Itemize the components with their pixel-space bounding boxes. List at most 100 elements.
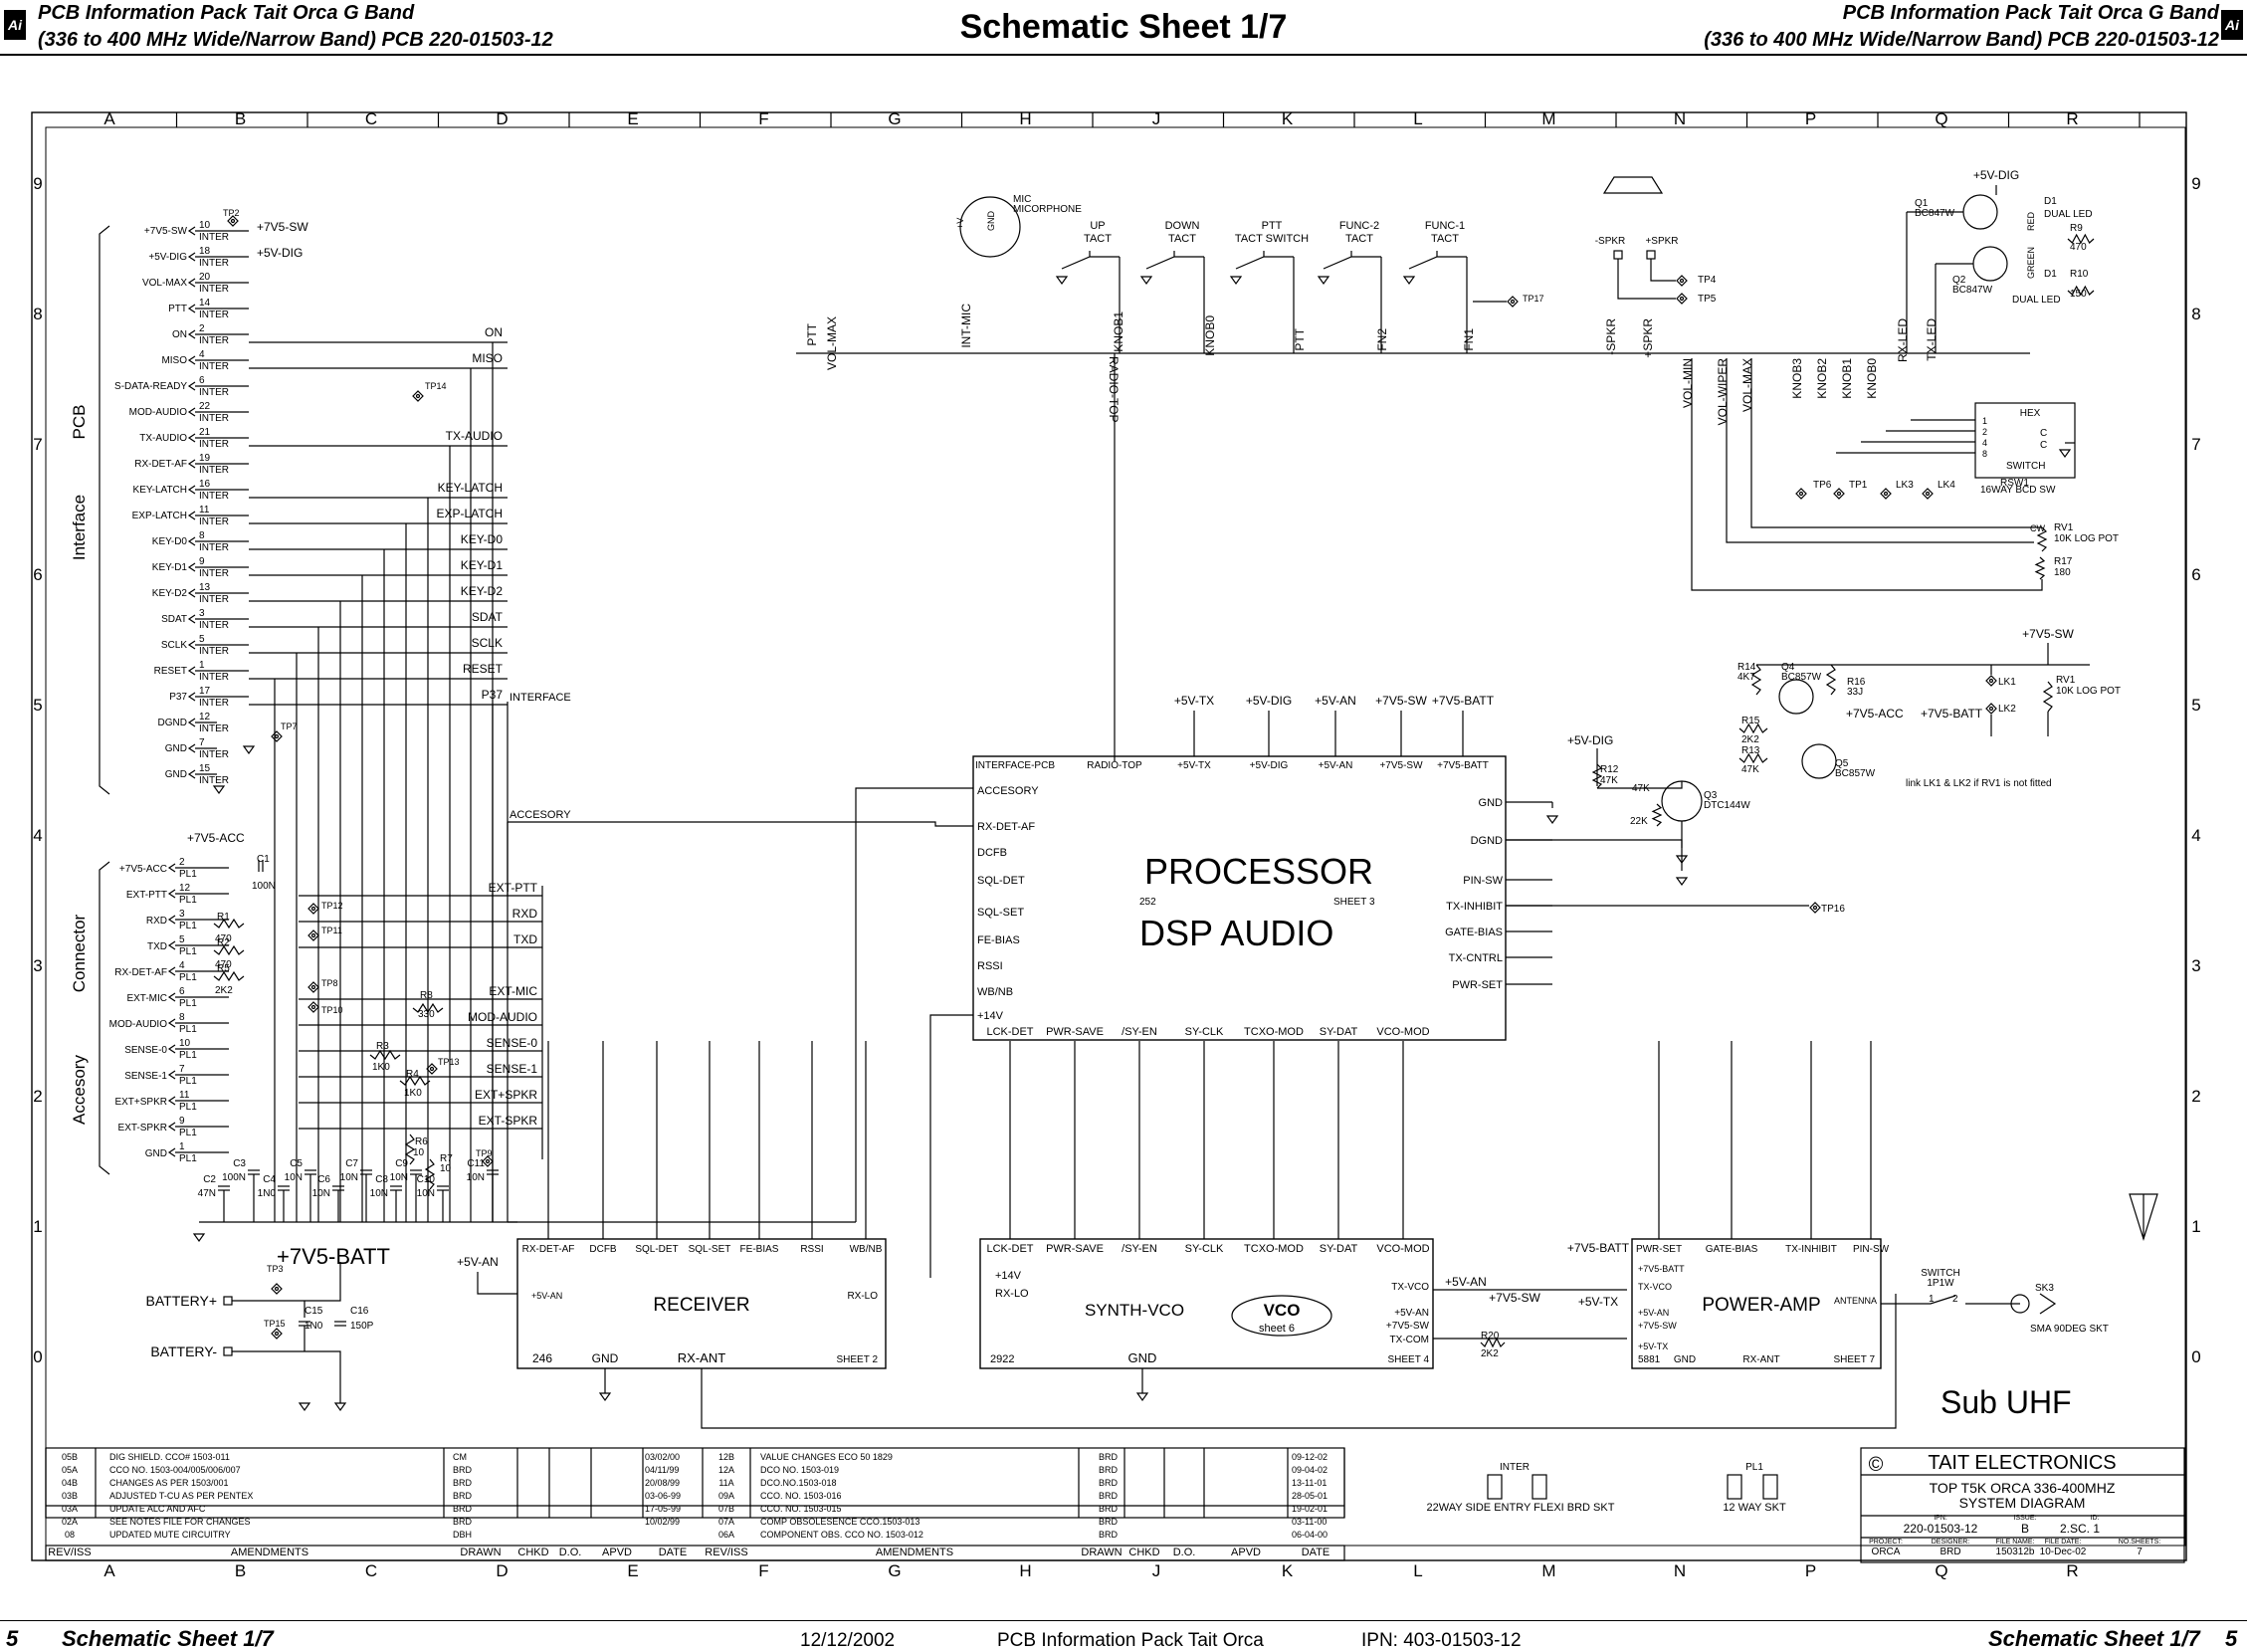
pin-net-label: RX-DET-AF xyxy=(134,459,187,470)
pin-number: 5 xyxy=(179,934,185,945)
testpoint-icon xyxy=(1836,491,1842,497)
testpoint-icon xyxy=(230,218,236,224)
block-pin: +5V-DIG xyxy=(1250,760,1289,771)
block-pin: RX-LO xyxy=(995,1288,1029,1300)
vertical-net-label: KNOB1 xyxy=(1840,358,1854,399)
pin-number: 7 xyxy=(179,1064,185,1075)
pin-net-label: EXT+SPKR xyxy=(114,1097,167,1108)
testpoint-icon xyxy=(1507,296,1519,308)
testpoint-icon xyxy=(1798,491,1804,497)
part-ref: C9 xyxy=(395,1158,408,1169)
arrow-icon xyxy=(187,769,196,779)
testpoint-label: TP14 xyxy=(425,381,447,391)
arrow-icon xyxy=(187,562,196,572)
vertical-net-label: PTT xyxy=(1293,327,1307,350)
pin-tag: INTER xyxy=(199,594,229,605)
block-id: 5881 xyxy=(1638,1354,1661,1365)
amend-text: ADJUSTED T-CU AS PER PENTEX xyxy=(109,1491,253,1501)
pin-number: 3 xyxy=(199,608,205,619)
pin-net-label: S-DATA-READY xyxy=(114,381,187,392)
block-title: PROCESSOR xyxy=(1144,851,1373,892)
column-letter: C xyxy=(365,109,377,128)
net-label: +7V5-SW xyxy=(257,220,308,234)
transistor-icon xyxy=(1962,194,1998,230)
footer-ipn: IPN: 403-01503-12 xyxy=(1361,1630,1522,1651)
amend-by: BRD xyxy=(453,1517,473,1527)
pin-tag: PL1 xyxy=(179,1050,197,1061)
ground-icon xyxy=(333,1402,347,1412)
block-pin: TX-INHIBIT xyxy=(1785,1244,1837,1255)
pin-number: 12 xyxy=(199,712,211,723)
testpoint-label: LK4 xyxy=(1938,480,1955,491)
pin-net-label: SENSE-0 xyxy=(124,1045,167,1056)
bus-net-label: SENSE-1 xyxy=(487,1062,538,1076)
led-color-label: GREEN xyxy=(2026,247,2036,279)
testpoint-icon xyxy=(307,1001,319,1013)
part-value: 22K xyxy=(1630,816,1648,827)
net-label: +5V-AN xyxy=(1315,694,1356,708)
amend-text: SEE NOTES FILE FOR CHANGES xyxy=(109,1517,251,1527)
speaker-icon xyxy=(1602,176,1664,194)
row-number: 8 xyxy=(33,305,42,323)
row-number: 2 xyxy=(33,1087,42,1106)
block-sheet: SHEET 4 xyxy=(1388,1354,1430,1365)
part-value: 150 xyxy=(2070,289,2087,300)
amend-rev: 03B xyxy=(62,1491,78,1501)
bus-net-label: SENSE-0 xyxy=(487,1036,538,1050)
block-pin: DCFB xyxy=(977,847,1007,859)
bus-net-label: SDAT xyxy=(472,610,504,624)
block-pin: RX-DET-AF xyxy=(977,821,1035,833)
net-label: +SPKR xyxy=(1645,236,1678,247)
testpoint-label: TP17 xyxy=(1523,294,1544,304)
part-ref: C4 xyxy=(263,1174,276,1185)
pin-tag: PL1 xyxy=(179,1076,197,1087)
field-label: ID: xyxy=(2091,1515,2100,1522)
bus-net-label: EXT-MIC xyxy=(489,984,537,998)
part-ref: R16 xyxy=(1847,677,1866,688)
resistor-icon xyxy=(1738,723,1768,734)
arrow-icon xyxy=(187,743,196,753)
ground-icon xyxy=(1675,855,1689,865)
arrow-icon xyxy=(187,536,196,546)
pin-net-label: RX-DET-AF xyxy=(114,967,167,978)
block-pin: GND xyxy=(1674,1354,1696,1365)
table-header: APVD xyxy=(602,1547,632,1558)
block-id: 252 xyxy=(1139,897,1156,908)
ground-icon xyxy=(1545,815,1559,825)
part-ref: R15 xyxy=(1741,716,1760,726)
resistor-icon xyxy=(213,970,245,982)
footer-date: 12/12/2002 xyxy=(800,1630,896,1651)
block-sheet: SHEET 3 xyxy=(1333,897,1375,908)
part-value: 470 xyxy=(215,959,232,970)
testpoint-icon xyxy=(307,903,319,915)
pin-tag: PL1 xyxy=(179,869,197,880)
block-pin: PIN-SW xyxy=(1853,1244,1890,1255)
net-label: +5V-DIG xyxy=(1973,168,2019,182)
field-value: 220-01503-12 xyxy=(1904,1522,1978,1536)
pin-number: 1 xyxy=(1929,1294,1935,1305)
block-pin: FE-BIAS xyxy=(977,934,1020,946)
connector-symbol xyxy=(1727,1474,1742,1500)
vertical-net-label: VOL-WIPER xyxy=(1716,358,1730,426)
part-ref: INTER xyxy=(1500,1462,1530,1473)
ground-icon xyxy=(1229,276,1243,286)
pin-number: 4 xyxy=(199,349,205,360)
pin-net-label: +5V-DIG xyxy=(148,252,187,263)
testpoint-icon xyxy=(307,929,319,941)
wire xyxy=(1750,358,2042,528)
block-pin: GATE-BIAS xyxy=(1706,1244,1758,1255)
row-number: 3 xyxy=(2191,956,2200,975)
pin-net-label: +7V5-ACC xyxy=(119,864,167,875)
arrow-icon xyxy=(167,992,176,1002)
resistor-icon xyxy=(399,1075,431,1087)
block-pin: SQL-SET xyxy=(689,1244,731,1255)
column-letter: C xyxy=(365,1561,377,1580)
testpoint-icon xyxy=(1676,275,1688,287)
field-value: 7 xyxy=(2137,1547,2143,1557)
switch-name: PTT xyxy=(1262,220,1283,232)
switch-name: FUNC-1 xyxy=(1425,220,1465,232)
column-letter: H xyxy=(1019,109,1031,128)
pin-tag: PL1 xyxy=(179,1153,197,1164)
pin-number: 16 xyxy=(199,479,211,490)
part-ref: C6 xyxy=(317,1174,330,1185)
